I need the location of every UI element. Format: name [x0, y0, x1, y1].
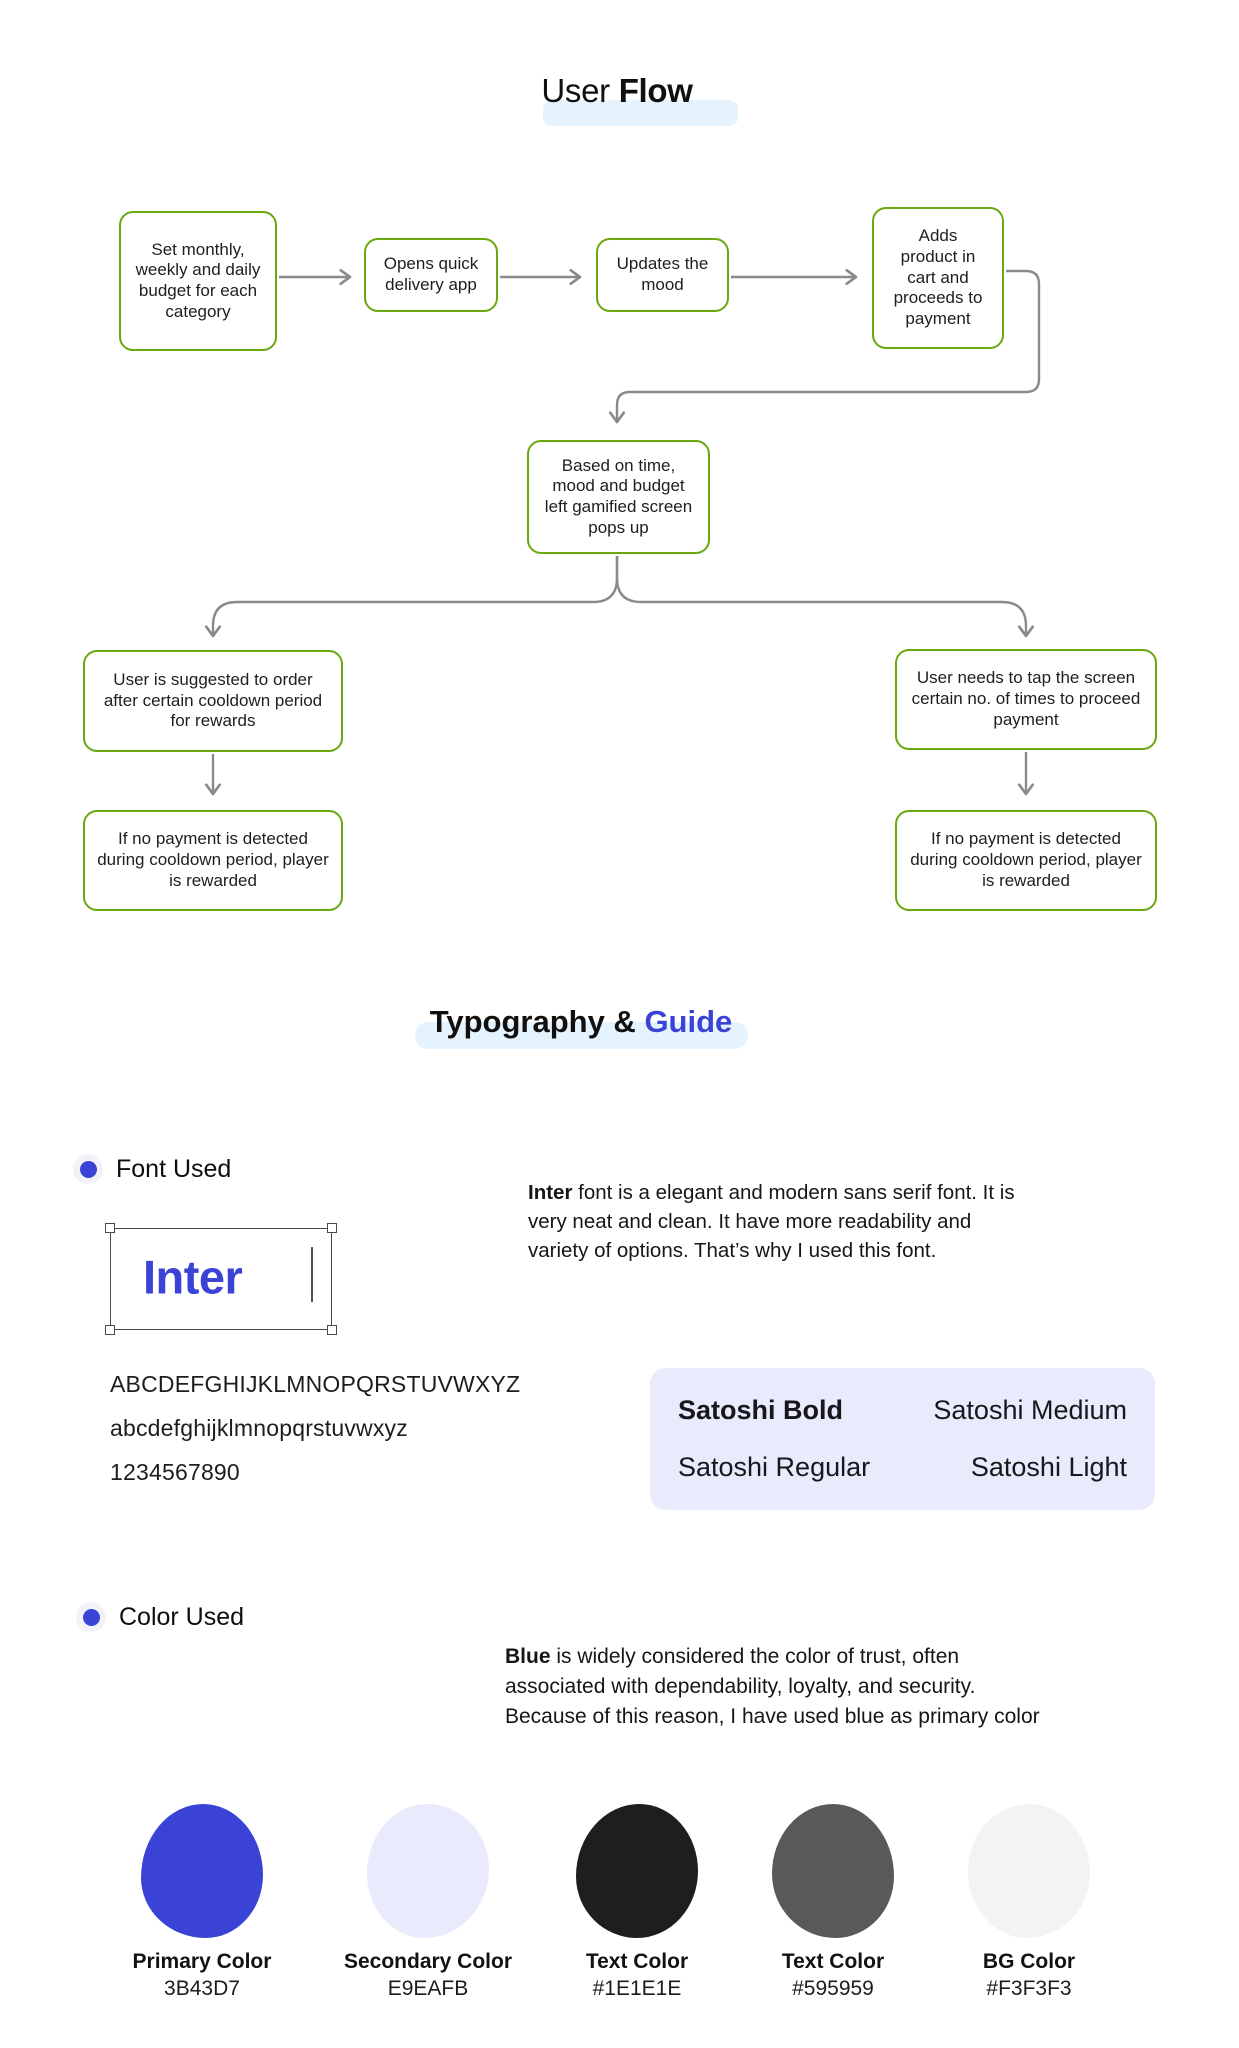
alphabet-lowercase: abcdefghijklmnopqrstuvwxyz: [110, 1415, 408, 1441]
swatch-text-dark: Text Color #1E1E1E: [527, 1804, 747, 2002]
flow-node-tap-screen: User needs to tap the screen certain no.…: [895, 649, 1157, 750]
font-description-line: variety of options. That’s why I used th…: [528, 1239, 937, 1262]
typography-title-regular: Typography &: [429, 1004, 645, 1039]
selection-handle-top-right[interactable]: [327, 1223, 337, 1233]
swatch-primary: Primary Color 3B43D7: [92, 1804, 312, 2002]
connector-5-6: [204, 556, 619, 638]
user-flow-title-bold: Flow: [618, 72, 693, 109]
color-used-label: Color Used: [119, 1602, 245, 1631]
color-blob: [772, 1804, 894, 1938]
color-blob: [141, 1804, 263, 1938]
font-description: Inter font is a elegant and modern sans …: [528, 1178, 1068, 1265]
swatch-hex: #595959: [792, 1977, 874, 2000]
font-description-bold: Inter: [528, 1181, 573, 1204]
color-blob: [576, 1804, 698, 1938]
user-flow-title: User Flow: [541, 72, 693, 110]
bullet-icon: [73, 1154, 103, 1184]
user-flow-title-regular: User: [541, 72, 619, 109]
swatch-name: Primary Color: [132, 1950, 272, 1973]
swatch-hex: #1E1E1E: [592, 1977, 682, 2000]
flow-node-text: User needs to tap the screen certain no.…: [911, 668, 1141, 729]
satoshi-row: Satoshi Regular Satoshi Light: [678, 1452, 1127, 1483]
flow-node-text: Based on time, mood and budget left gami…: [544, 455, 693, 537]
text-cursor-icon: [310, 1247, 313, 1303]
flow-node-text: If no payment is detected during cooldow…: [97, 829, 329, 890]
selection-handle-bottom-right[interactable]: [327, 1325, 337, 1335]
swatch-name: Secondary Color: [343, 1950, 513, 1973]
flow-node-reward-right: If no payment is detected during cooldow…: [895, 810, 1157, 911]
flow-connectors: [204, 268, 1041, 796]
font-description-line: very neat and clean. It have more readab…: [528, 1210, 972, 1233]
flow-node-reward-left: If no payment is detected during cooldow…: [83, 810, 343, 911]
typography-title-accent: Guide: [644, 1004, 733, 1039]
swatch-bg: BG Color #F3F3F3: [919, 1804, 1139, 2002]
satoshi-medium-label: Satoshi Medium: [933, 1395, 1127, 1425]
bullet-icon: [76, 1602, 106, 1632]
selection-handle-top-left[interactable]: [105, 1223, 115, 1233]
font-used-heading: Font Used: [73, 1154, 231, 1184]
flow-node-text: If no payment is detected during cooldow…: [910, 829, 1142, 890]
flow-node-gamified-screen: Based on time, mood and budget left gami…: [527, 440, 710, 554]
selection-handle-bottom-left[interactable]: [105, 1325, 115, 1335]
swatch-hex: 3B43D7: [164, 1977, 240, 2000]
flow-node-opens-app: Opens quick delivery app: [364, 238, 498, 312]
swatch-hex: #F3F3F3: [986, 1977, 1072, 2000]
typography-title-highlight: [415, 1022, 748, 1049]
color-blob: [367, 1804, 489, 1938]
alphabet-specimen: ABCDEFGHIJKLMNOPQRSTUVWXYZ abcdefghijklm…: [110, 1362, 520, 1494]
flow-node-adds-product: Adds product in cart and proceeds to pay…: [872, 207, 1004, 349]
user-flow-title-highlight: [543, 100, 738, 126]
flow-node-text: Set monthly, weekly and daily budget for…: [135, 239, 261, 321]
flow-node-text: Updates the mood: [616, 254, 709, 294]
satoshi-row: Satoshi Bold Satoshi Medium: [678, 1395, 1127, 1426]
color-description-bold: Blue: [505, 1645, 551, 1668]
connector-5-7: [615, 556, 1035, 638]
color-description-line: Because of this reason, I have used blue…: [505, 1705, 1040, 1728]
swatch-secondary: Secondary Color E9EAFB: [318, 1804, 538, 2002]
satoshi-bold-label: Satoshi Bold: [678, 1395, 844, 1425]
color-used-heading: Color Used: [76, 1602, 244, 1632]
flow-node-text: Adds product in cart and proceeds to pay…: [893, 226, 983, 329]
font-specimen-selection[interactable]: Inter: [105, 1223, 337, 1335]
typography-title: Typography & Guide: [430, 1004, 733, 1040]
color-description: Blue is widely considered the color of t…: [505, 1642, 1205, 1732]
color-description-line: Blue is widely considered the color of t…: [505, 1645, 960, 1668]
swatch-name: Text Color: [585, 1950, 689, 1973]
color-blob: [968, 1804, 1090, 1938]
flow-node-text: Opens quick delivery app: [383, 254, 479, 294]
satoshi-weights-panel: Satoshi Bold Satoshi Medium Satoshi Regu…: [650, 1368, 1155, 1510]
satoshi-regular-label: Satoshi Regular: [678, 1452, 871, 1482]
color-description-line: associated with dependability, loyalty, …: [505, 1675, 976, 1698]
swatch-hex: E9EAFB: [387, 1977, 469, 2000]
connector-4-5: [608, 269, 1041, 424]
swatch-name: BG Color: [982, 1950, 1076, 1973]
flow-node-set-budget: Set monthly, weekly and daily budget for…: [119, 211, 277, 351]
swatch-name: Text Color: [781, 1950, 885, 1973]
alphabet-uppercase: ABCDEFGHIJKLMNOPQRSTUVWXYZ: [110, 1371, 521, 1397]
flow-node-text: User is suggested to order after certain…: [103, 669, 323, 731]
alphabet-numerals: 1234567890: [110, 1459, 240, 1485]
font-name-text: Inter: [143, 1250, 243, 1304]
font-description-line: Inter font is a elegant and modern sans …: [528, 1181, 1015, 1204]
swatch-text-gray: Text Color #595959: [723, 1804, 943, 2002]
satoshi-light-label: Satoshi Light: [970, 1452, 1127, 1482]
flow-node-updates-mood: Updates the mood: [596, 238, 729, 312]
flow-node-suggest-order: User is suggested to order after certain…: [83, 650, 343, 752]
font-used-label: Font Used: [116, 1154, 232, 1183]
